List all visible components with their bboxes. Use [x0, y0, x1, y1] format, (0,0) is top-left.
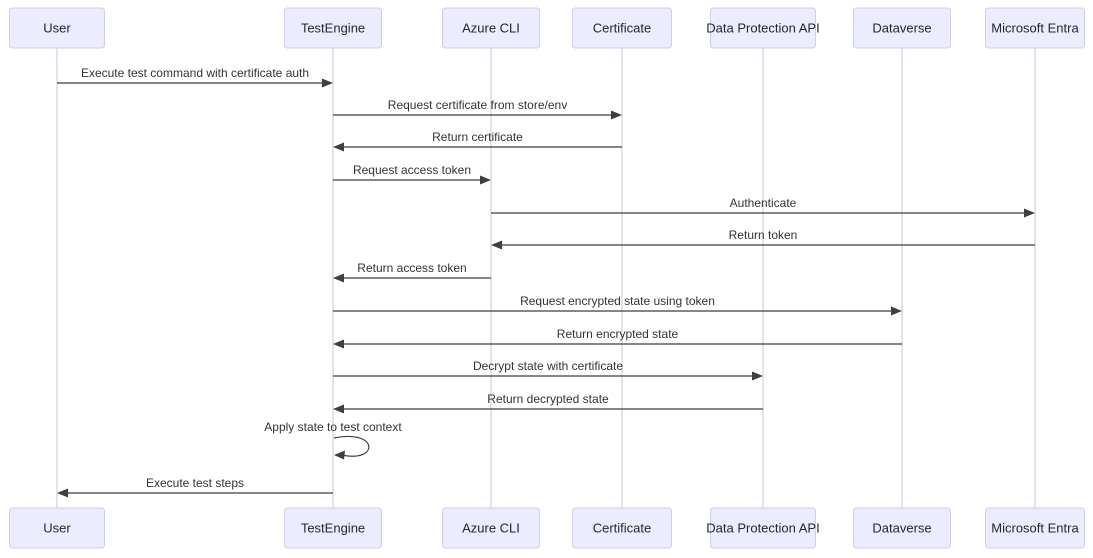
- message-arrowhead: [333, 339, 344, 349]
- actor-label-data-protection-api-bottom: Data Protection API: [706, 521, 819, 536]
- actor-box-user-bottom: [9, 507, 105, 549]
- actor-box-certificate-top: [572, 7, 672, 49]
- actor-label-user-top: User: [43, 21, 71, 36]
- actor-box-user-top: [9, 7, 105, 49]
- message-arrowhead: [480, 175, 491, 185]
- message-arrowhead: [891, 306, 902, 316]
- message-label: Request access token: [353, 163, 471, 177]
- actor-box-testengine-bottom: [284, 507, 382, 549]
- actor-label-azure-cli-bottom: Azure CLI: [462, 521, 520, 536]
- actor-label-certificate-top: Certificate: [593, 21, 652, 36]
- actor-box-azure-cli-top: [442, 7, 540, 49]
- self-loop-arrow: [333, 435, 370, 457]
- message-arrowhead: [333, 273, 344, 283]
- message-label: Request encrypted state using token: [520, 294, 715, 308]
- actor-label-certificate-bottom: Certificate: [593, 521, 652, 536]
- message-arrowhead: [752, 371, 763, 381]
- message-arrowhead: [611, 110, 622, 120]
- message-arrowhead: [322, 78, 333, 88]
- self-loop-arrowhead: [334, 450, 345, 460]
- message-label: Return encrypted state: [557, 327, 679, 341]
- actor-label-data-protection-api-top: Data Protection API: [706, 21, 819, 36]
- actor-box-dataverse-bottom: [853, 507, 951, 549]
- message-arrowhead: [333, 142, 344, 152]
- message-label: Decrypt state with certificate: [473, 359, 623, 373]
- message-label: Return token: [729, 228, 798, 242]
- actor-label-testengine-bottom: TestEngine: [301, 521, 365, 536]
- actor-label-dataverse-bottom: Dataverse: [872, 521, 931, 536]
- message-arrowhead: [1024, 208, 1035, 218]
- actor-box-testengine-top: [284, 7, 382, 49]
- actor-label-microsoft-entra-bottom: Microsoft Entra: [991, 521, 1079, 536]
- actor-box-data-protection-api-top: [710, 7, 816, 49]
- message-label: Execute test steps: [146, 476, 244, 490]
- actor-label-azure-cli-top: Azure CLI: [462, 21, 520, 36]
- actor-label-microsoft-entra-top: Microsoft Entra: [991, 21, 1079, 36]
- message-label: Return decrypted state: [487, 392, 609, 406]
- actor-label-user-bottom: User: [43, 521, 71, 536]
- message-label: Request certificate from store/env: [388, 98, 567, 112]
- actor-label-dataverse-top: Dataverse: [872, 21, 931, 36]
- message-label: Authenticate: [730, 196, 797, 210]
- message-arrowhead: [57, 488, 68, 498]
- message-label: Execute test command with certificate au…: [81, 66, 309, 80]
- message-label: Apply state to test context: [264, 420, 402, 434]
- actor-box-microsoft-entra-bottom: [985, 507, 1085, 549]
- actor-label-testengine-top: TestEngine: [301, 21, 365, 36]
- actor-box-azure-cli-bottom: [442, 507, 540, 549]
- actor-box-data-protection-api-bottom: [710, 507, 816, 549]
- message-label: Return certificate: [432, 130, 523, 144]
- actor-box-dataverse-top: [853, 7, 951, 49]
- message-arrowhead: [333, 404, 344, 414]
- actor-box-microsoft-entra-top: [985, 7, 1085, 49]
- message-label: Return access token: [357, 261, 466, 275]
- actor-box-certificate-bottom: [572, 507, 672, 549]
- message-arrowhead: [491, 240, 502, 250]
